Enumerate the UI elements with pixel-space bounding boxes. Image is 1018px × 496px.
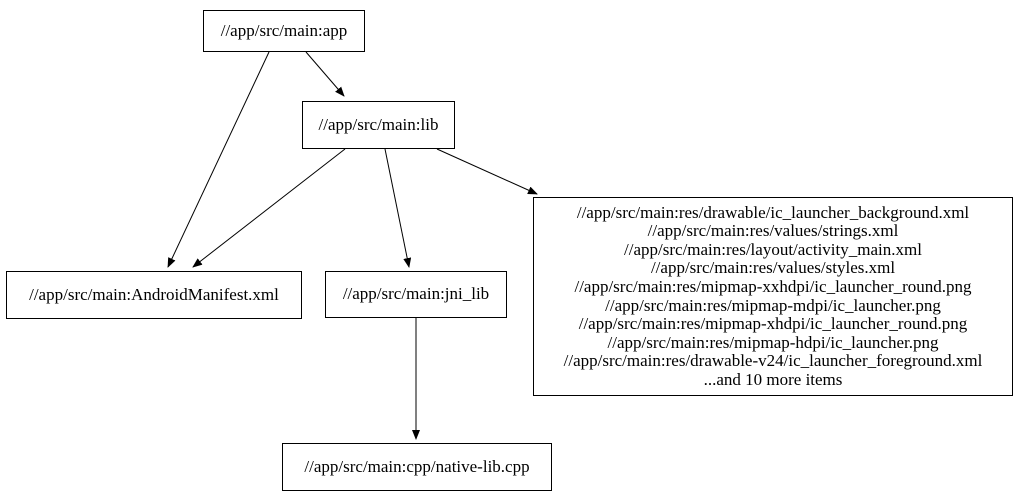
graph-node-android-manifest: //app/src/main:AndroidManifest.xml [6,271,302,319]
resource-line-more-items: ...and 10 more items [703,369,843,389]
graph-node-lib: //app/src/main:lib [302,101,455,149]
edge-lib-to-resources [436,148,538,195]
resource-line: //app/src/main:res/mipmap-mdpi/ic_launch… [605,295,941,315]
edge-lib-to-jni-lib [384,148,412,268]
edge-lib-to-manifest [192,148,346,268]
resource-line: //app/src/main:res/drawable/ic_launcher_… [576,202,970,222]
edge-app-to-manifest [167,51,270,268]
resource-line: //app/src/main:res/mipmap-xhdpi/ic_launc… [578,314,968,334]
resource-line: //app/src/main:res/drawable-v24/ic_launc… [563,351,983,371]
resource-line: //app/src/main:res/mipmap-hdpi/ic_launch… [607,332,939,352]
resource-line: //app/src/main:res/layout/activity_main.… [624,239,922,259]
resource-line: //app/src/main:res/values/styles.xml [650,258,896,278]
graph-node-app-label: //app/src/main:app [220,20,348,40]
edge-app-to-lib [305,51,345,97]
graph-node-android-manifest-label: //app/src/main:AndroidManifest.xml [29,284,279,304]
graph-node-lib-label: //app/src/main:lib [318,114,439,134]
graph-node-resources: //app/src/main:res/drawable/ic_launcher_… [533,197,1013,396]
graph-node-native-lib-cpp: //app/src/main:cpp/native-lib.cpp [282,443,552,491]
graph-node-jni-lib-label: //app/src/main:jni_lib [342,284,490,304]
graph-node-native-lib-cpp-label: //app/src/main:cpp/native-lib.cpp [304,456,530,476]
graph-node-jni-lib: //app/src/main:jni_lib [325,271,507,318]
graph-node-app: //app/src/main:app [203,10,365,52]
resource-line: //app/src/main:res/mipmap-xxhdpi/ic_laun… [574,276,972,296]
resource-line: //app/src/main:res/values/strings.xml [647,221,899,241]
